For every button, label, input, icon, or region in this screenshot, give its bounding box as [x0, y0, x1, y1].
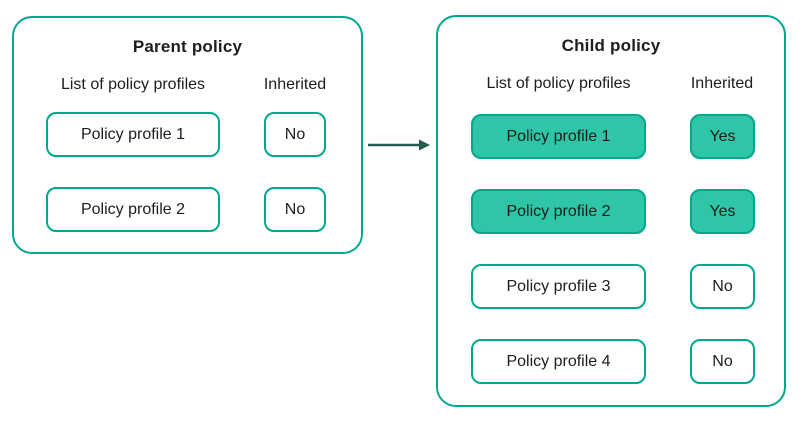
child-inherited-column-header: Inherited: [690, 75, 754, 92]
child-policy-profile-1-inherited-badge: Yes: [690, 114, 755, 159]
child-policy-profile-4-inherited-badge: No: [690, 339, 755, 384]
child-policy-panel: Child policy List of policy profiles Inh…: [436, 15, 786, 407]
child-policy-profile-1-chip: Policy profile 1: [471, 114, 646, 159]
child-policy-profile-4-chip: Policy profile 4: [471, 339, 646, 384]
child-policy-title: Child policy: [561, 36, 661, 55]
parent-policy-panel: Parent policy List of policy profiles In…: [12, 16, 363, 254]
inheritance-arrow-icon: [368, 138, 430, 152]
parent-profiles-column-header: List of policy profiles: [60, 76, 206, 93]
parent-policy-profile-2-inherited-badge: No: [264, 187, 326, 232]
child-policy-profile-2-inherited-badge: Yes: [690, 189, 755, 234]
child-policy-profile-3-chip: Policy profile 3: [471, 264, 646, 309]
child-profiles-column-header: List of policy profiles: [486, 75, 631, 92]
parent-inherited-column-header: Inherited: [263, 76, 327, 93]
parent-policy-profile-1-inherited-badge: No: [264, 112, 326, 157]
parent-policy-title: Parent policy: [132, 37, 243, 56]
parent-policy-profile-1-chip: Policy profile 1: [46, 112, 220, 157]
parent-policy-profile-2-chip: Policy profile 2: [46, 187, 220, 232]
child-policy-profile-3-inherited-badge: No: [690, 264, 755, 309]
child-policy-profile-2-chip: Policy profile 2: [471, 189, 646, 234]
